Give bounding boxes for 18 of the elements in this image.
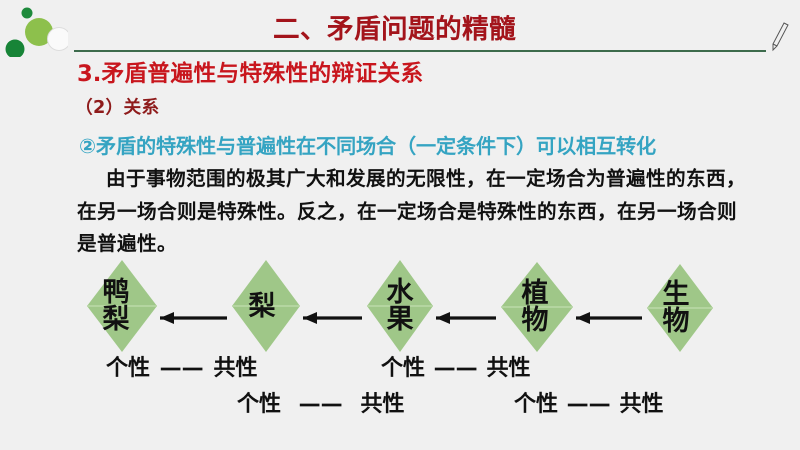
subheading: ②矛盾的特殊性与普遍性在不同场合（一定条件下）可以相互转化 [79,133,656,159]
title: 二、矛盾问题的精髓 [273,15,516,45]
arrow [576,312,642,324]
arrow [436,312,496,324]
heading: 3.矛盾普遍性与特殊性的辩证关系 [77,61,424,87]
text-label: 个性 —— 共性 [237,393,404,417]
diamond-node: 植物 [501,262,573,352]
diamond-node: 梨 [232,260,300,352]
diamond-node: 生物 [647,264,713,352]
diamond-node: 水果 [367,260,433,352]
text-label: 个性 —— 共性 [381,357,530,381]
diamond-node: 鸭梨 [87,260,157,352]
arrow [303,312,362,324]
arrow [160,312,227,324]
subheading: （2）关系 [75,96,160,120]
text-label: 个性 —— 共性 [514,393,664,417]
text-label: 个性 —— 共性 [106,357,258,381]
paragraph: 由于事物范围的极其广大和发展的无限性，在一定场合为普遍性的东西，在另一场合则是特殊性。反之，在一定场合是特殊性的东西，在另一场合则是普遍性。 [77,166,747,257]
